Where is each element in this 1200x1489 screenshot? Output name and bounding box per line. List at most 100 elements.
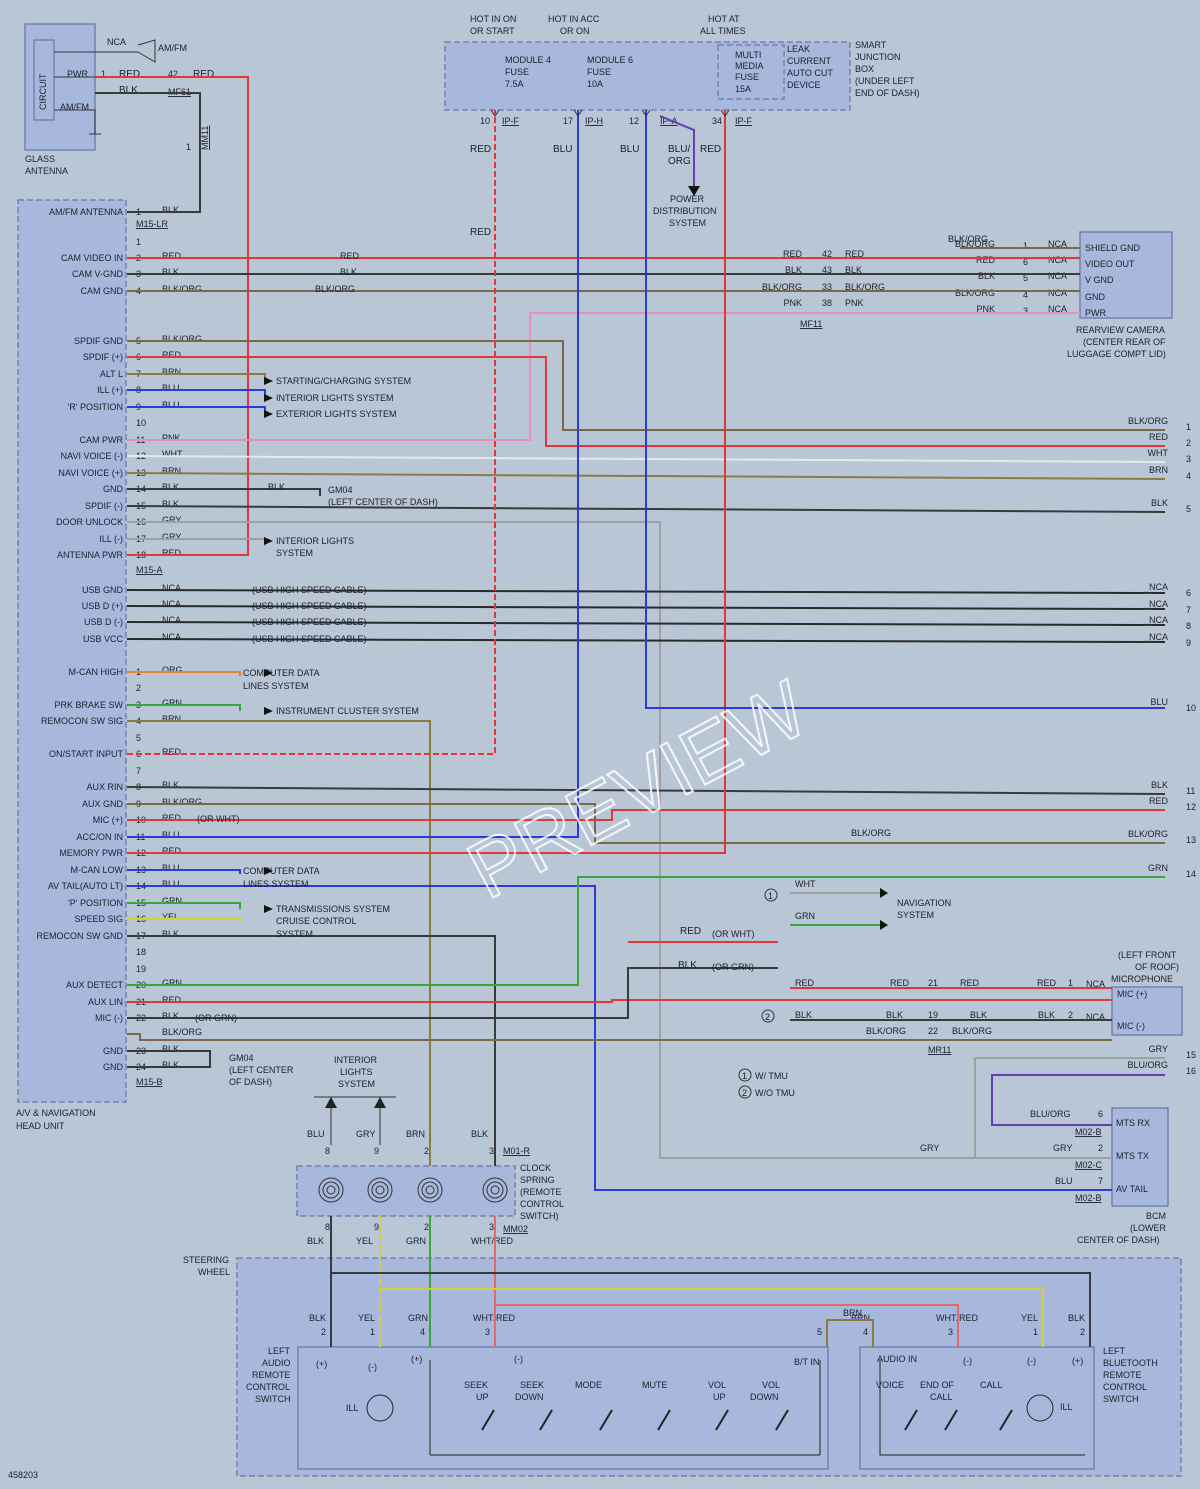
svg-text:JUNCTION: JUNCTION <box>855 52 901 62</box>
interior-lights-system: INTERIOR LIGHTS SYSTEM <box>314 1055 396 1145</box>
svg-text:(-): (-) <box>514 1354 523 1364</box>
system-ref-sub: CRUISE CONTROL <box>276 916 357 926</box>
system-ref-label: COMPUTER DATA <box>243 668 320 678</box>
terminal-chevron <box>641 109 651 117</box>
switch-contact-icon <box>539 1409 553 1431</box>
svg-text:SYSTEM: SYSTEM <box>338 1079 375 1089</box>
wire-gnd-23 <box>127 1050 211 1058</box>
hu-pin-wire: BLK/ORG <box>162 1027 202 1037</box>
hu-pin-wire: BLU <box>162 400 180 410</box>
terminal-chevron <box>573 109 583 117</box>
svg-text:STEERING: STEERING <box>183 1255 229 1265</box>
hu-pin-number: 2 <box>136 683 141 693</box>
clock-wire-top: GRY <box>356 1129 375 1139</box>
svg-text:(LEFT CENTER OF DASH): (LEFT CENTER OF DASH) <box>328 497 438 507</box>
hu-pin-wire: BLK/ORG <box>162 797 202 807</box>
svg-text:BOX: BOX <box>855 64 874 74</box>
hu-pin-label: ILL (-) <box>99 534 123 544</box>
sw-wire: YEL <box>1021 1313 1038 1323</box>
sw-pin: 1 <box>370 1327 375 1337</box>
right-wire-label: GRN <box>1148 863 1168 873</box>
sw-pin: 5 <box>817 1327 822 1337</box>
camera-pin-label: GND <box>1085 292 1106 302</box>
hu-pin-label: CAM VIDEO IN <box>61 253 123 263</box>
right-edge-number: 5 <box>1186 504 1191 514</box>
svg-text:CURRENT: CURRENT <box>787 56 832 66</box>
svg-text:1: 1 <box>768 891 773 901</box>
svg-text:SMART: SMART <box>855 40 887 50</box>
mic-blkorg-2: BLK/ORG <box>952 1026 992 1036</box>
svg-text:VOICE: VOICE <box>876 1380 904 1390</box>
bt-brn: BRN <box>843 1308 862 1318</box>
wire-aux-lin <box>127 999 1112 1003</box>
hu-pin-wire: BLK/ORG <box>162 284 202 294</box>
hu-pin-wire: WHT <box>162 449 183 459</box>
hu-pin-wire: BLK <box>162 499 179 509</box>
connector-m01-r: M01-R <box>503 1146 531 1156</box>
wire-mcan-low <box>127 869 241 874</box>
hu-pin-wire: BLK <box>162 1011 179 1021</box>
connector-m15-a: M15-A <box>136 565 163 575</box>
wire-cam-pwr <box>127 312 1080 441</box>
svg-text:VOL: VOL <box>762 1380 780 1390</box>
svg-text:BLU: BLU <box>553 144 572 155</box>
sw-pin: 1 <box>1033 1327 1038 1337</box>
svg-text:RED: RED <box>470 144 491 155</box>
svg-text:LEFT: LEFT <box>1103 1346 1126 1356</box>
right-edge-number: 11 <box>1186 786 1195 796</box>
right-edge-number: 8 <box>1186 621 1191 631</box>
svg-text:SWITCH: SWITCH <box>255 1394 291 1404</box>
smart-junction-box: HOT IN ON OR START HOT IN ACC OR ON HOT … <box>444 14 920 238</box>
clock-spring-coil-icon <box>417 1177 443 1203</box>
svg-text:BLU/: BLU/ <box>668 144 690 155</box>
camera-wire: RED <box>976 255 996 265</box>
svg-text:OR ON: OR ON <box>560 26 590 36</box>
svg-text:MEDIA: MEDIA <box>735 61 764 71</box>
connector-m15-b: M15-B <box>136 1077 163 1087</box>
note-or-wht-2: (OR WHT) <box>712 929 755 939</box>
switch-contact-icon <box>904 1409 918 1431</box>
terminal-chevron <box>490 109 500 117</box>
sw-pin: 4 <box>863 1327 868 1337</box>
hu-pin-label: ALT L <box>100 369 123 379</box>
svg-text:OR START: OR START <box>470 26 515 36</box>
svg-text:BLK: BLK <box>119 85 138 96</box>
wire-aux-detect <box>127 876 1165 986</box>
hu-pin-label: SPEED SIG <box>74 914 123 924</box>
antenna-icon <box>95 39 156 63</box>
wire-sw-blk-bus <box>331 1272 1091 1347</box>
arrow-icon <box>880 920 888 930</box>
hu-pin-wire: RED <box>162 846 182 856</box>
clock-spring-coil-icon <box>367 1177 393 1203</box>
system-ref-label: INTERIOR LIGHTS SYSTEM <box>276 393 394 403</box>
arrow-icon <box>264 905 273 913</box>
arrow-icon <box>264 867 273 875</box>
mf11-wire-left: BLK <box>785 265 802 275</box>
svg-text:2: 2 <box>742 1088 747 1098</box>
mic-red-3: RED <box>960 978 980 988</box>
hu-pin-wire: BLK <box>162 780 179 790</box>
svg-text:SEEK: SEEK <box>520 1380 544 1390</box>
svg-text:REMOTE: REMOTE <box>252 1370 291 1380</box>
hu-pin-number: 18 <box>136 947 146 957</box>
system-ref-label: COMPUTER DATA <box>243 866 320 876</box>
hu-pin-number: 7 <box>136 766 141 776</box>
hu-pin-label: ACC/ON IN <box>76 832 123 842</box>
hu-pin-label: ON/START INPUT <box>49 749 124 759</box>
svg-text:AUDIO: AUDIO <box>262 1358 291 1368</box>
svg-text:HOT AT: HOT AT <box>708 14 740 24</box>
mf11-wire-left: PNK <box>783 298 802 308</box>
right-wire-label: NCA <box>1149 632 1168 642</box>
svg-text:IP-F: IP-F <box>502 116 520 126</box>
hu-pin-label: AM/FM ANTENNA <box>49 207 123 217</box>
hu-pin-label: SPDIF GND <box>74 336 124 346</box>
hu-pin-label: CAM GND <box>81 286 124 296</box>
camera-pin-number: 1 <box>1023 241 1028 251</box>
switch-contact-icon <box>999 1409 1013 1431</box>
arrow-icon <box>264 707 273 715</box>
switch-contact-icon <box>944 1409 958 1431</box>
svg-text:IP-A: IP-A <box>660 116 678 126</box>
hu-pin-wire: BLK <box>162 267 179 277</box>
hu-pin-wire: BLK <box>162 1044 179 1054</box>
